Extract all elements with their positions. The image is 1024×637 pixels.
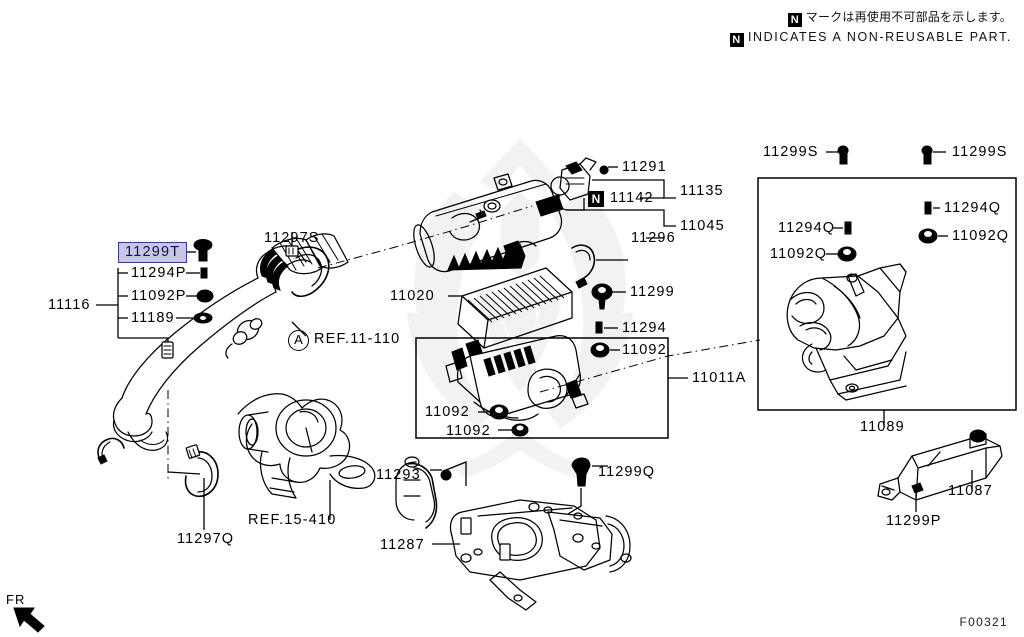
part-label-11092Q-left[interactable]: 11092Q (770, 246, 828, 262)
part-label-11092-a[interactable]: 11092 (622, 342, 667, 358)
non-reusable-badge-icon: N (787, 13, 802, 27)
front-orientation-label: FR (6, 592, 26, 607)
callout-ref-15-410[interactable]: REF.15-410 (248, 512, 337, 528)
duct-group-box (757, 177, 1017, 411)
part-label-11299S-right[interactable]: 11299S (952, 144, 1008, 160)
part-label-11299S-left[interactable]: 11299S (763, 144, 819, 160)
part-label-11294Q-right[interactable]: 11294Q (944, 200, 1002, 216)
part-label-11296[interactable]: 11296 (631, 230, 676, 246)
part-label-11092-b[interactable]: 11092 (425, 404, 470, 420)
air-cleaner-body-group-box (415, 337, 669, 439)
part-label-11087[interactable]: 11087 (948, 483, 993, 499)
legend-english-text: INDICATES A NON-REUSABLE PART. (747, 30, 1012, 44)
diagram-code: F00321 (959, 615, 1008, 629)
part-label-11294[interactable]: 11294 (622, 320, 667, 336)
part-label-11297S[interactable]: 11297S (264, 230, 320, 246)
part-label-11089[interactable]: 11089 (860, 419, 905, 435)
part-label-11299P[interactable]: 11299P (886, 513, 942, 529)
part-label-11299Q[interactable]: 11299Q (598, 464, 656, 480)
part-label-11294Q-left[interactable]: 11294Q (778, 220, 836, 236)
part-label-11299[interactable]: 11299 (630, 284, 675, 300)
part-label-11294P[interactable]: 11294P (131, 265, 187, 281)
part-label-11189[interactable]: 11189 (131, 310, 175, 326)
part-label-11020[interactable]: 11020 (390, 288, 435, 304)
part-label-11011A[interactable]: 11011A (692, 370, 747, 386)
non-reusable-badge-11142: N (588, 191, 604, 207)
part-label-11293[interactable]: 11293 (376, 467, 421, 483)
part-label-11287[interactable]: 11287 (380, 537, 425, 553)
part-label-11045[interactable]: 11045 (680, 218, 725, 234)
non-reusable-badge-icon-2: N (729, 33, 744, 47)
callout-ref-11-110[interactable]: REF.11-110 (314, 331, 401, 347)
part-label-11092-c[interactable]: 11092 (446, 423, 491, 439)
part-label-11299T[interactable]: 11299T (118, 242, 188, 263)
callout-circle-a: A (288, 330, 309, 351)
part-label-11297Q[interactable]: 11297Q (177, 531, 235, 547)
part-label-11092P[interactable]: 11092P (131, 288, 187, 304)
part-label-11142[interactable]: 11142 (610, 190, 654, 206)
part-label-11092Q-right[interactable]: 11092Q (952, 228, 1010, 244)
part-label-11116[interactable]: 11116 (48, 297, 91, 313)
part-label-11135[interactable]: 11135 (680, 183, 724, 199)
legend-japanese-text: マークは再使用不可部品を示します。 (805, 10, 1012, 24)
part-label-11291[interactable]: 11291 (622, 159, 667, 175)
